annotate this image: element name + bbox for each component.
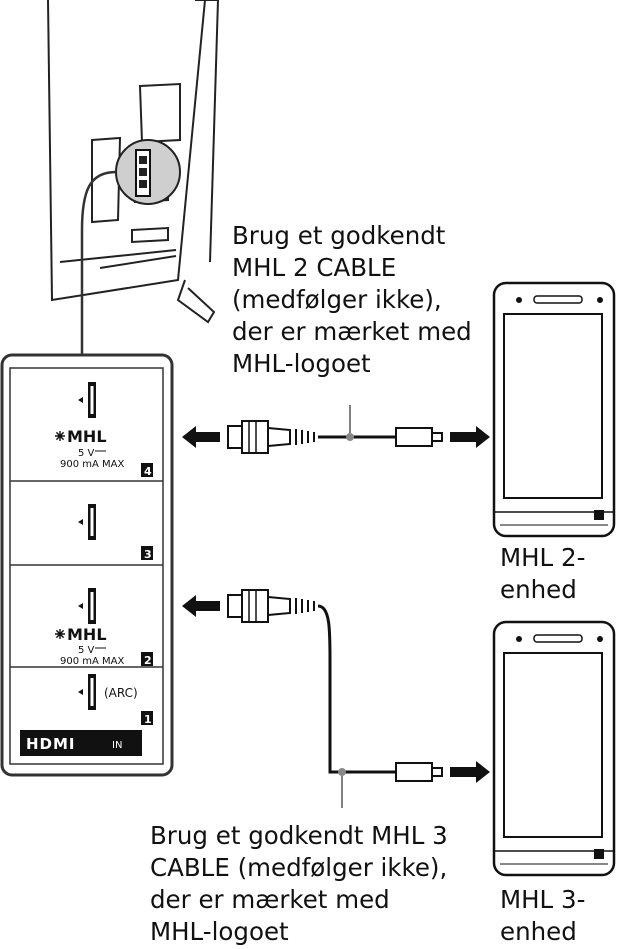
- callout-line: Brug et godkendt: [232, 221, 446, 250]
- device-label-line: enhed: [500, 575, 577, 604]
- hdmi-port-1: (ARC) 1: [78, 674, 153, 726]
- device-label-line: MHL 3-: [500, 885, 586, 914]
- callout-line: MHL-logoet: [232, 349, 371, 378]
- arrow-left-icon: [182, 426, 220, 448]
- port-number-4: 4: [144, 465, 152, 478]
- mhl2-cable-callout: Brug et godkendt MHL 2 CABLE (medfølger …: [232, 220, 472, 380]
- micro-usb-plug-icon: [395, 762, 443, 782]
- callout-line: der er mærket med: [232, 317, 472, 346]
- hdmi-plug-icon: [227, 420, 315, 454]
- port-number-1: 1: [144, 713, 152, 726]
- tv-outline-icon: [47, 0, 220, 324]
- arrow-right-icon: [450, 761, 490, 783]
- smartphone-icon: [492, 281, 616, 538]
- callout-line: Brug et godkendt MHL 3: [150, 821, 448, 850]
- callout-line: MHL 2 CABLE: [232, 253, 397, 282]
- callout-line: (medfølger ikke),: [232, 285, 442, 314]
- arrow-left-icon: [182, 595, 220, 617]
- mhl-logo-port-4: MHL: [67, 427, 107, 446]
- port-number-3: 3: [144, 548, 152, 561]
- mhl2-device-label: MHL 2- enhed: [500, 542, 585, 606]
- arc-label: (ARC): [104, 686, 138, 700]
- port-number-2: 2: [144, 654, 152, 667]
- spec-current-port-4: 900 mA MAX: [60, 459, 124, 470]
- mhl3-cable: [182, 589, 490, 808]
- hdmi-port-4: MHL 5 V 900 mA MAX 4: [54, 382, 153, 478]
- hdmi-panel: [0, 353, 174, 777]
- hdmi-plug-icon: [227, 589, 315, 623]
- mhl3-cable-callout: Brug et godkendt MHL 3 CABLE (medfølger …: [150, 820, 448, 948]
- callout-line: der er mærket med: [150, 885, 390, 914]
- spec-current-port-2: 900 mA MAX: [60, 656, 124, 667]
- hdmi-logo: HDMI: [26, 735, 76, 753]
- hdmi-port-2: MHL 5 V 900 mA MAX 2: [54, 588, 153, 667]
- device-label-line: MHL 2-: [500, 543, 586, 572]
- callout-line: MHL-logoet: [150, 917, 289, 946]
- smartphone-icon: [492, 620, 616, 877]
- spec-voltage-port-2: 5 V: [78, 645, 95, 656]
- spec-voltage-port-4: 5 V: [78, 448, 95, 459]
- callout-line: CABLE (medfølger ikke),: [150, 853, 448, 882]
- hdmi-in-label: IN: [112, 740, 122, 751]
- mhl-logo-port-2: MHL: [67, 625, 107, 644]
- hdmi-port-3: 3: [78, 504, 153, 561]
- micro-usb-plug-icon: [395, 427, 443, 447]
- mhl3-device-label: MHL 3- enhed: [500, 884, 585, 948]
- mhl2-cable: [182, 405, 490, 454]
- arrow-right-icon: [450, 426, 490, 448]
- device-label-line: enhed: [500, 917, 577, 946]
- port-magnifier-icon: [80, 139, 181, 355]
